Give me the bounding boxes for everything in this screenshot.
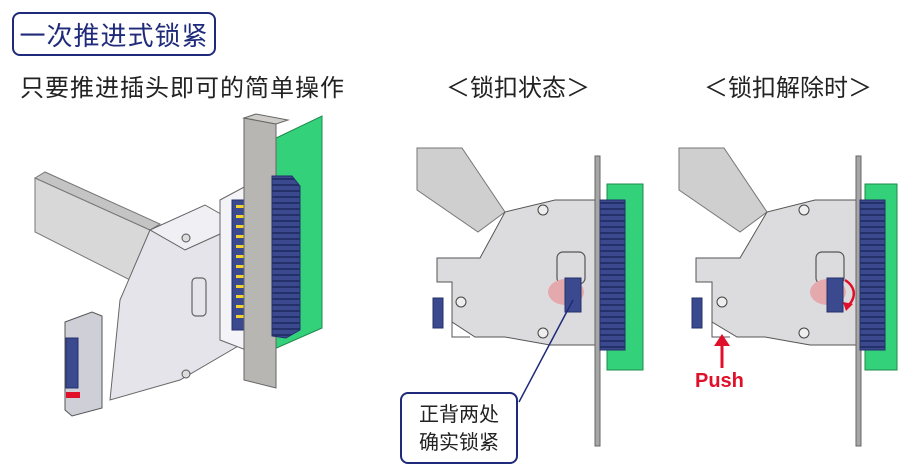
ribbon-cable-release xyxy=(678,147,768,233)
diagram-title: 一次推进式锁紧 xyxy=(19,21,209,52)
locked-state-illustration xyxy=(416,147,644,447)
release-state-label: ＜锁扣解除时＞ xyxy=(704,74,872,102)
locked-state-label: ＜锁扣状态＞ xyxy=(446,74,590,102)
callout-line-2: 确实锁紧 xyxy=(419,430,499,454)
iso-connector-illustration xyxy=(33,113,323,417)
plug-housing-locked xyxy=(436,199,599,346)
callout-box: 正背两处 确实锁紧 xyxy=(400,392,518,464)
panel-plate-locked xyxy=(594,155,601,447)
callout-leader-line xyxy=(518,299,574,403)
push-label: Push xyxy=(695,370,744,392)
ribbon-cable-locked xyxy=(416,147,506,233)
callout-line-1: 正背两处 xyxy=(419,402,499,426)
receptacle-locked xyxy=(599,199,626,351)
lock-hook-release xyxy=(826,277,844,313)
release-arrow-icon xyxy=(844,278,855,306)
title-box: 一次推进式锁紧 xyxy=(12,12,216,56)
plug-housing-release xyxy=(695,199,859,346)
panel-plate xyxy=(243,117,277,389)
receptacle-connector xyxy=(271,175,301,339)
lock-hook xyxy=(564,277,582,313)
subtitle: 只要推进插头即可的简单操作 xyxy=(20,74,345,102)
receptacle-release xyxy=(859,199,886,351)
release-state-illustration xyxy=(678,147,898,447)
